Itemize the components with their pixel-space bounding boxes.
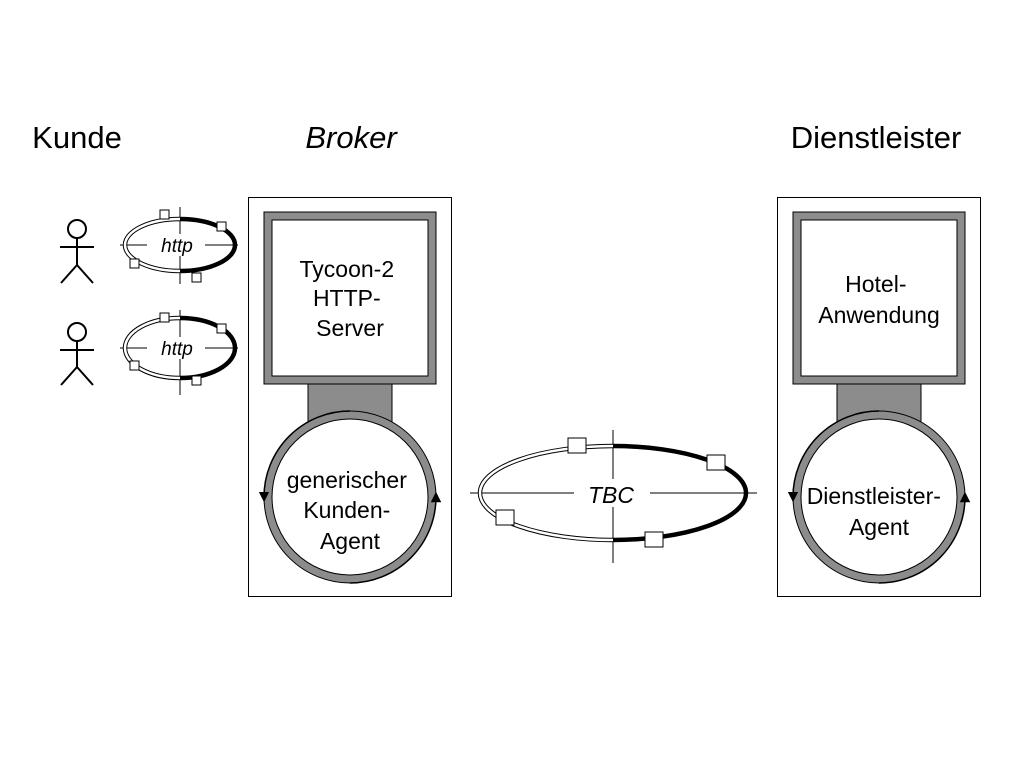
http-channel-1: http bbox=[120, 207, 238, 284]
header-broker: Broker bbox=[305, 120, 398, 155]
http-channel-2: http bbox=[120, 310, 238, 395]
customer-agent-line-2: Kunden- bbox=[303, 497, 390, 523]
http-server-box: Tycoon-2 HTTP- Server bbox=[263, 211, 437, 385]
svg-text:generischer Kunden-: generischer Kunden- Agent bbox=[287, 467, 414, 554]
provider-agent-line-2: Agent bbox=[849, 514, 910, 540]
svg-text:Dienstleister- Agent: Dienstleister- Agent bbox=[807, 483, 948, 540]
customer-actor-1 bbox=[60, 219, 94, 284]
broker-node: Tycoon-2 HTTP- Server generischer Kunden… bbox=[248, 197, 452, 597]
svg-text:Tycoon-2 HTTP-: Tycoon-2 HTTP- Server bbox=[300, 256, 401, 341]
tbc-channel: TBC bbox=[470, 430, 757, 563]
customer-actor-2 bbox=[60, 322, 94, 386]
http-server-line-1: Tycoon-2 bbox=[300, 256, 395, 282]
hotel-application-line-1: Hotel- bbox=[845, 271, 906, 297]
http-label-1: http bbox=[161, 236, 193, 257]
header-customer: Kunde bbox=[32, 120, 122, 155]
customer-agent-line-1: generischer bbox=[287, 467, 408, 493]
http-server-line-3: Server bbox=[316, 315, 384, 341]
hotel-application-line-2: Anwendung bbox=[818, 302, 940, 328]
customer-agent-line-3: Agent bbox=[320, 528, 381, 554]
tbc-label: TBC bbox=[588, 482, 634, 508]
svg-text:Hotel- Anwendung: Hotel- Anwendung bbox=[818, 271, 940, 328]
customer-agent: generischer Kunden- Agent bbox=[258, 410, 442, 584]
provider-node: Hotel- Anwendung Dienstleister- Agent bbox=[777, 197, 981, 597]
http-label-2: http bbox=[161, 339, 193, 360]
provider-agent: Dienstleister- Agent bbox=[787, 410, 971, 584]
header-provider: Dienstleister bbox=[791, 120, 962, 155]
hotel-application-box: Hotel- Anwendung bbox=[792, 211, 966, 385]
provider-agent-line-1: Dienstleister- bbox=[807, 483, 941, 509]
http-server-line-2: HTTP- bbox=[313, 285, 381, 311]
